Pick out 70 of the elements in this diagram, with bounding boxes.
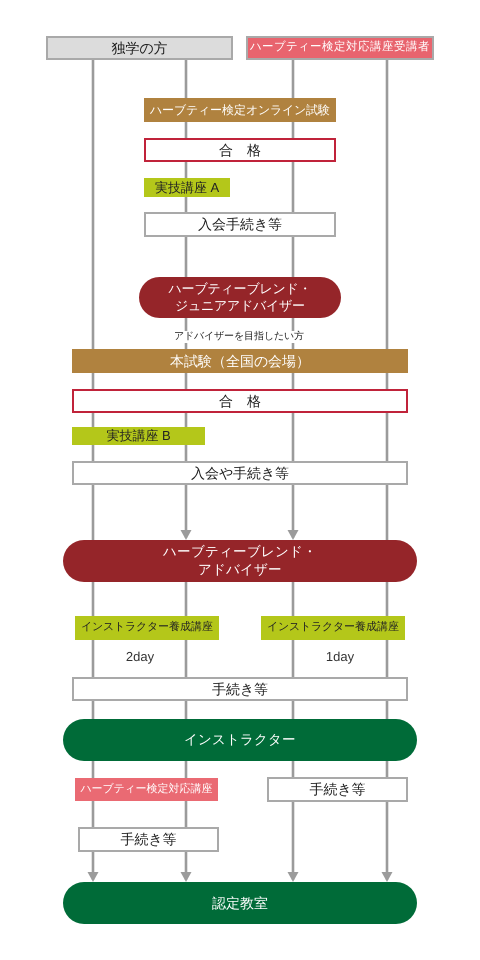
connector-line: [292, 122, 294, 138]
connector-line: [184, 701, 188, 719]
connector-line: [184, 122, 188, 138]
connector-line: [386, 582, 388, 616]
exam-banner: ハーブティー検定オンライン試験: [144, 98, 336, 122]
connector-line: [184, 237, 188, 277]
arrow: [288, 802, 298, 882]
header-box: 独学の方: [46, 36, 233, 60]
duration-label: 1day: [326, 649, 354, 665]
course-tag: インストラクター養成講座: [75, 616, 219, 640]
result-box: 合 格: [72, 389, 408, 413]
connector-line: [92, 445, 94, 461]
connector-line: [184, 413, 188, 427]
arrow: [180, 485, 192, 540]
connector-line: [386, 485, 388, 540]
connector-line: [386, 761, 388, 777]
course-tag: 実技講座 A: [144, 178, 230, 197]
connector-line: [92, 640, 94, 677]
connector-line: [386, 413, 388, 461]
process-box: 手続き等: [72, 677, 408, 701]
connector-line: [292, 701, 294, 719]
exam-banner: 本試験（全国の会場）: [72, 349, 408, 373]
connector-line: [92, 761, 94, 778]
connector-line: [184, 801, 188, 827]
connector-line: [386, 701, 388, 719]
course-tag: 実技講座 B: [72, 427, 205, 445]
connector-line: [184, 373, 188, 389]
connector-line: [292, 413, 294, 461]
arrow: [382, 802, 392, 882]
note-text: アドバイザーを目指したい方: [172, 331, 306, 343]
connector-line: [386, 373, 388, 389]
connector-line: [184, 197, 188, 212]
connector-line: [184, 582, 188, 616]
stage-pill: インストラクター: [63, 719, 417, 761]
result-box: 合 格: [144, 138, 336, 162]
process-box: 入会や手続き等: [72, 461, 408, 485]
stage-pill: ハーブティーブレンド・ジュニアアドバイザー: [139, 277, 341, 318]
connector-line: [184, 761, 188, 778]
connector-line: [184, 162, 188, 178]
connector-line: [92, 582, 94, 616]
connector-line: [92, 485, 94, 540]
arrow: [88, 852, 98, 882]
connector-line: [386, 60, 388, 349]
arrow: [288, 485, 298, 540]
connector-line: [92, 373, 94, 389]
process-box: 手続き等: [78, 827, 219, 852]
course-tag: ハーブティー検定対応講座: [75, 778, 218, 801]
connector-line: [292, 237, 294, 277]
course-tag: インストラクター養成講座: [261, 616, 405, 640]
connector-line: [92, 413, 94, 427]
connector-line: [292, 582, 294, 616]
connector-line: [184, 60, 188, 98]
process-box: 入会手続き等: [144, 212, 336, 237]
connector-line: [92, 60, 94, 349]
connector-line: [292, 162, 294, 212]
duration-label: 2day: [126, 649, 154, 665]
connector-line: [92, 801, 94, 827]
stage-pill: 認定教室: [63, 882, 417, 924]
connector-line: [292, 640, 294, 677]
header-box: ハーブティー検定対応講座受講者: [246, 36, 434, 60]
process-box: 手続き等: [267, 777, 408, 802]
connector-line: [292, 60, 294, 98]
connector-line: [386, 640, 388, 677]
connector-line: [184, 445, 188, 461]
connector-line: [292, 373, 294, 389]
connector-line: [184, 640, 188, 677]
connector-line: [292, 761, 294, 777]
stage-pill: ハーブティーブレンド・アドバイザー: [63, 540, 417, 582]
connector-line: [92, 701, 94, 719]
arrow: [180, 852, 192, 882]
